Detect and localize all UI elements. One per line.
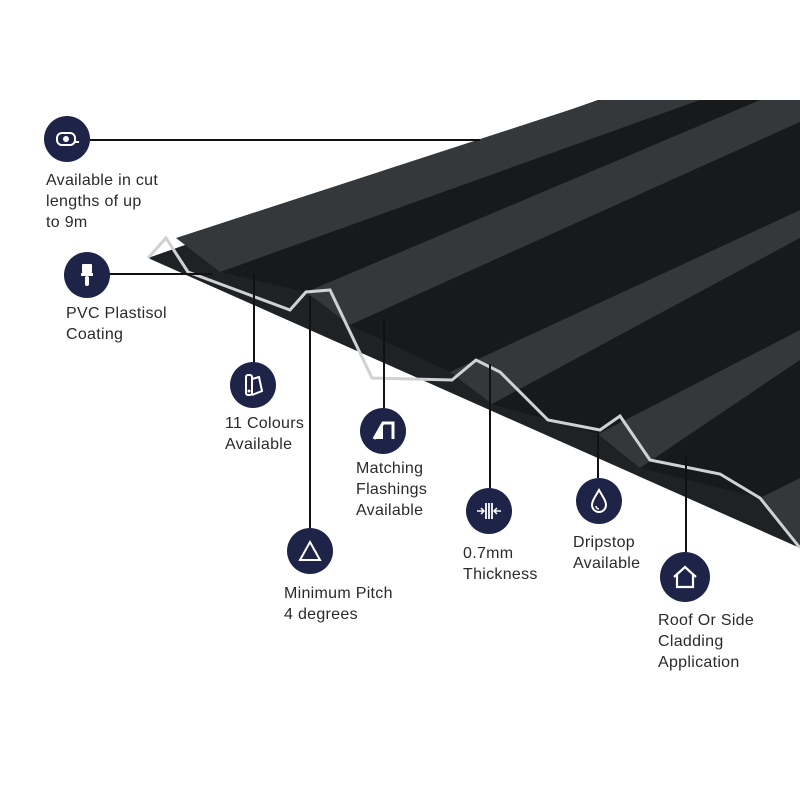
label-line: lengths of up [46, 193, 142, 210]
sheet-trough [640, 360, 800, 498]
label-line: Available [356, 502, 424, 519]
sheet-rib [176, 100, 700, 272]
label-line: Available [225, 436, 293, 453]
label-line: Application [658, 654, 740, 671]
sheet-rib [306, 100, 800, 325]
feature-label: 11 Colours Available [225, 413, 304, 455]
label-line: Available [573, 555, 641, 572]
label-line: Roof Or Side [658, 612, 755, 629]
sheet-cut-edge [146, 235, 800, 549]
label-line: Flashings [356, 481, 428, 498]
feature-label: Dripstop Available [573, 532, 640, 574]
label-line: 0.7mm [463, 545, 514, 562]
label-line: PVC Plastisol [66, 305, 167, 322]
flashing-icon [360, 408, 406, 454]
sheet-trough [350, 122, 800, 372]
label-line: 11 Colours [225, 415, 305, 432]
label-line: Cladding [658, 633, 724, 650]
pitch-angle-icon [287, 528, 333, 574]
colour-swatch-icon [230, 362, 276, 408]
tape-measure-icon [44, 116, 90, 162]
paint-brush-icon [64, 252, 110, 298]
sheet-rib [760, 478, 800, 548]
label-line: Dripstop [573, 534, 635, 551]
label-line: Coating [66, 326, 124, 343]
water-drop-icon [576, 478, 622, 524]
feature-label: Minimum Pitch 4 degrees [284, 583, 393, 625]
label-line: to 9m [46, 214, 88, 231]
label-line: Available in cut [46, 172, 159, 189]
feature-label: 0.7mm Thickness [463, 543, 538, 585]
feature-label: Available in cut lengths of up to 9m [46, 170, 158, 233]
thickness-icon [466, 488, 512, 534]
feature-label: Matching Flashings Available [356, 458, 427, 521]
house-icon [660, 552, 710, 602]
feature-label: Roof Or Side Cladding Application [658, 610, 754, 673]
sheet-trough [492, 238, 800, 434]
sheet-trough [220, 100, 760, 292]
sheet-rib [450, 210, 800, 404]
label-line: Thickness [463, 566, 538, 583]
label-line: Matching [356, 460, 424, 477]
label-line: Minimum Pitch [284, 585, 393, 602]
label-line: 4 degrees [284, 606, 358, 623]
feature-label: PVC Plastisol Coating [66, 303, 167, 345]
sheet-rib [598, 330, 800, 468]
